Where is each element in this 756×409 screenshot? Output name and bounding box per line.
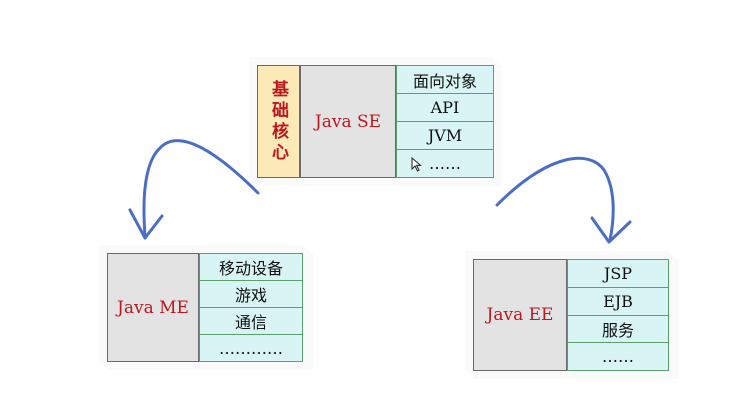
mouse-cursor-icon bbox=[411, 157, 422, 172]
java-se-item: API bbox=[396, 94, 494, 122]
arrowhead-me-icon bbox=[128, 208, 164, 240]
java-ee-feature-list: JSP EJB 服务 …… bbox=[567, 259, 669, 371]
java-me-item: ………… bbox=[199, 335, 303, 362]
java-se-card: 基础核心 Java SE 面向对象 API JVM …… bbox=[249, 57, 502, 186]
arrowhead-ee-icon bbox=[590, 216, 632, 244]
java-ee-item: 服务 bbox=[567, 316, 669, 344]
java-ee-item: EJB bbox=[567, 288, 669, 316]
java-me-item: 通信 bbox=[199, 308, 303, 335]
java-se-title: Java SE bbox=[300, 65, 396, 178]
java-ee-title: Java EE bbox=[473, 259, 567, 371]
java-se-side-label: 基础核心 bbox=[257, 65, 300, 178]
java-se-item: JVM bbox=[396, 122, 494, 150]
arrow-se-to-ee bbox=[495, 156, 615, 242]
java-me-card: Java ME 移动设备 游戏 通信 ………… bbox=[99, 245, 313, 370]
java-se-item: 面向对象 bbox=[396, 65, 494, 94]
java-me-item: 移动设备 bbox=[199, 253, 303, 281]
java-me-title: Java ME bbox=[107, 253, 199, 362]
java-ee-item: JSP bbox=[567, 259, 669, 288]
arrow-se-to-me bbox=[142, 139, 260, 238]
java-ee-card: Java EE JSP EJB 服务 …… bbox=[465, 251, 679, 379]
java-me-item: 游戏 bbox=[199, 281, 303, 308]
java-me-feature-list: 移动设备 游戏 通信 ………… bbox=[199, 253, 303, 362]
java-ee-item: …… bbox=[567, 343, 669, 371]
